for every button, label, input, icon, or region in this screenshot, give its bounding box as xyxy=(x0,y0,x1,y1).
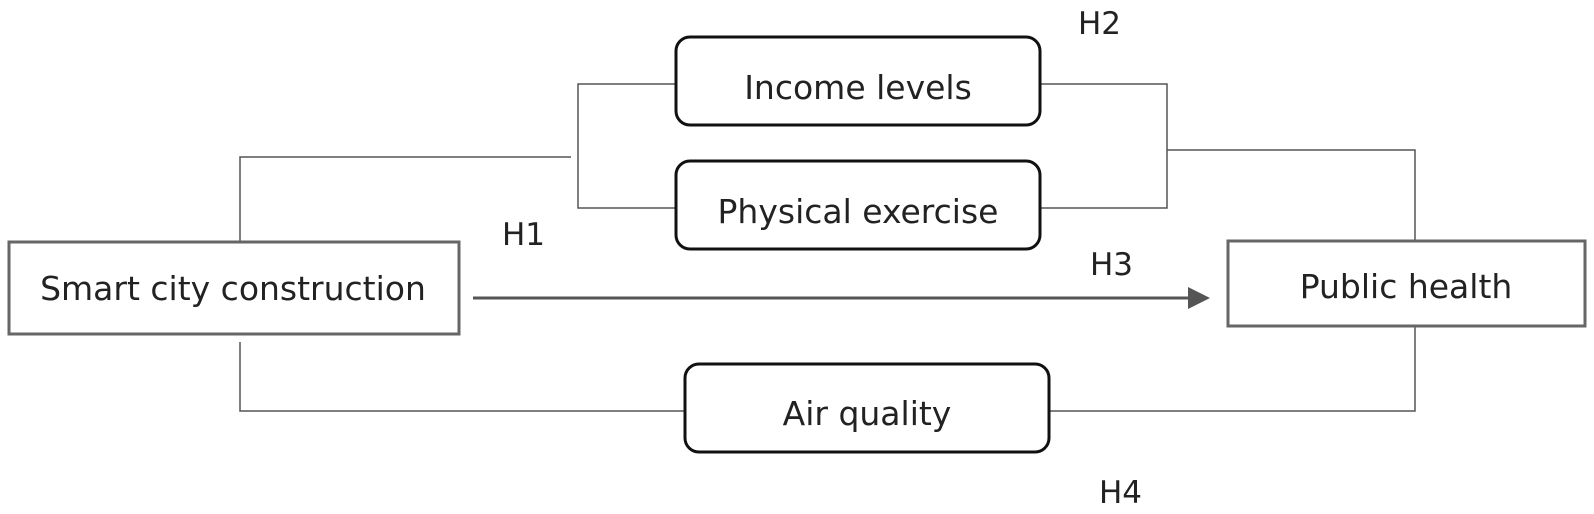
connector-air-quality-to-public-health xyxy=(1050,326,1416,412)
hypothesis-h2-label: H2 xyxy=(1078,6,1121,42)
hypothesis-h1-label: H1 xyxy=(502,217,545,253)
smart-city-box xyxy=(7,240,461,336)
air-quality-box xyxy=(683,362,1051,454)
income-levels-box xyxy=(674,35,1042,127)
connector-smart-city-to-upper xyxy=(239,156,571,241)
air-quality-label: Air quality xyxy=(783,394,952,433)
hypothesis-h3-label: H3 xyxy=(1090,247,1133,283)
smart-city-label: Smart city construction xyxy=(40,269,426,308)
bracket-left-mediators xyxy=(577,83,675,209)
public-health-box xyxy=(1226,239,1587,328)
public-health-label: Public health xyxy=(1300,267,1513,306)
arrowhead-icon xyxy=(1188,287,1210,309)
bracket-right-mediators xyxy=(1040,83,1168,209)
physical-exercise-label: Physical exercise xyxy=(718,192,999,231)
hypothesis-h4-label: H4 xyxy=(1099,475,1142,511)
income-levels-label: Income levels xyxy=(744,68,972,107)
connector-smart-city-to-air-quality xyxy=(239,342,685,412)
physical-exercise-box xyxy=(674,159,1042,251)
connector-upper-to-public-health xyxy=(1167,149,1416,241)
